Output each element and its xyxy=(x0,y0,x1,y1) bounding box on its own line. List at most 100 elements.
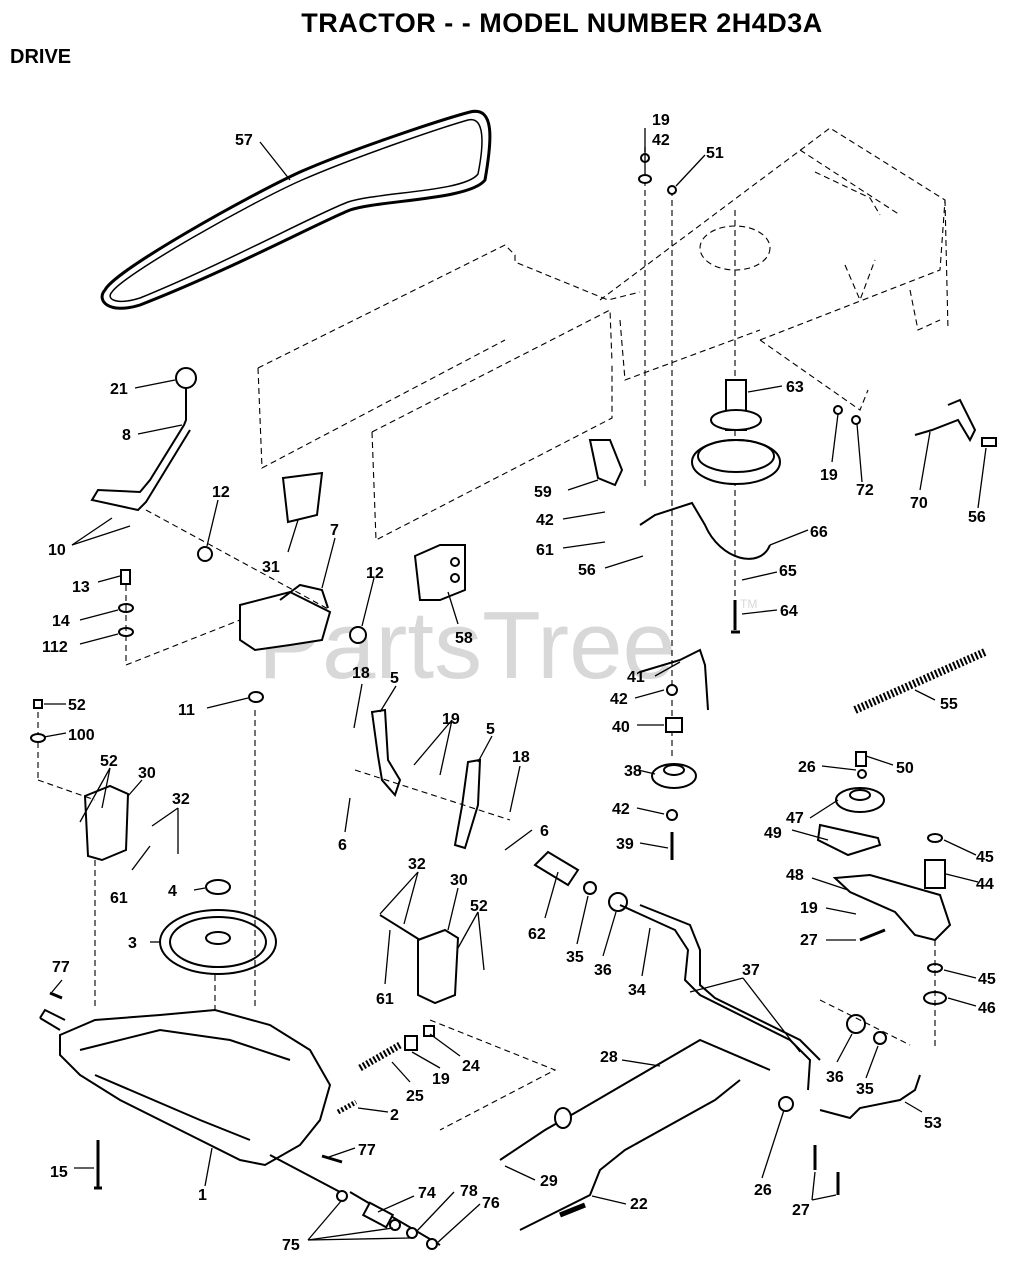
label-72: 72 xyxy=(856,482,874,499)
shield xyxy=(281,471,324,524)
watermark-tm: TM xyxy=(740,597,757,611)
label-30: 30 xyxy=(138,765,156,782)
label-28: 28 xyxy=(600,1049,618,1066)
label-70: 70 xyxy=(910,495,928,512)
label-19: 19 xyxy=(800,900,818,917)
label-42: 42 xyxy=(536,512,554,529)
label-44: 44 xyxy=(976,876,994,893)
label-14: 14 xyxy=(52,613,70,630)
label-59: 59 xyxy=(534,484,552,501)
spacer-40 xyxy=(665,717,683,733)
label-42: 42 xyxy=(652,132,670,149)
label-5: 5 xyxy=(390,670,399,687)
label-19: 19 xyxy=(652,112,670,129)
label-56: 56 xyxy=(578,562,596,579)
section-label: DRIVE xyxy=(10,46,72,68)
label-12: 12 xyxy=(366,565,384,582)
bushing-44 xyxy=(924,859,946,889)
label-78: 78 xyxy=(460,1183,478,1200)
label-66: 66 xyxy=(810,524,828,541)
label-32: 32 xyxy=(172,791,190,808)
washer xyxy=(248,691,264,703)
label-53: 53 xyxy=(924,1115,942,1132)
label-18: 18 xyxy=(512,749,530,766)
label-22: 22 xyxy=(630,1196,648,1213)
bolt xyxy=(120,569,131,585)
bushing-62 xyxy=(533,850,580,887)
label-41: 41 xyxy=(627,669,645,686)
mounting-bracket xyxy=(239,590,332,652)
label-35: 35 xyxy=(856,1081,874,1098)
bracket-5-left xyxy=(370,708,402,797)
label-1: 1 xyxy=(198,1187,207,1204)
transaxle-bracket-left xyxy=(83,784,130,862)
label-19: 19 xyxy=(442,711,460,728)
spring-55 xyxy=(853,648,987,714)
label-52: 52 xyxy=(68,697,86,714)
transaxle-bracket-right xyxy=(417,928,460,1005)
label-29: 29 xyxy=(540,1173,558,1190)
label-64: 64 xyxy=(780,603,798,620)
tractor-frame xyxy=(257,127,949,541)
label-47: 47 xyxy=(786,810,804,827)
label-11: 11 xyxy=(178,702,195,719)
shift-knob xyxy=(175,367,197,389)
label-32: 32 xyxy=(408,856,426,873)
label-4: 4 xyxy=(168,883,177,900)
label-65: 65 xyxy=(779,563,797,580)
label-48: 48 xyxy=(786,867,804,884)
rod-22 xyxy=(519,1079,741,1231)
part-labels: 57 19 42 51 21 8 63 19 72 70 56 12 10 31… xyxy=(42,112,996,1254)
washer-36 xyxy=(846,1014,866,1034)
label-61: 61 xyxy=(536,542,554,559)
label-55: 55 xyxy=(940,696,958,713)
rod-66 xyxy=(639,501,771,560)
label-27: 27 xyxy=(792,1202,810,1219)
washer-36 xyxy=(608,892,628,912)
label-112: 112 xyxy=(42,639,68,656)
washer xyxy=(349,626,367,644)
label-52: 52 xyxy=(470,898,488,915)
label-56: 56 xyxy=(968,509,986,526)
label-77: 77 xyxy=(358,1142,376,1159)
leader-lines xyxy=(43,128,987,1245)
label-42: 42 xyxy=(610,691,628,708)
label-7: 7 xyxy=(330,522,339,539)
label-42: 42 xyxy=(612,801,630,818)
washer xyxy=(197,546,213,562)
bracket-5-right xyxy=(453,758,482,850)
label-40: 40 xyxy=(612,719,630,736)
label-34: 34 xyxy=(628,982,646,999)
retaining-ring xyxy=(205,879,231,895)
label-27: 27 xyxy=(800,932,818,949)
label-45: 45 xyxy=(978,971,996,988)
label-37: 37 xyxy=(742,962,760,979)
rod-41 xyxy=(639,648,709,711)
spring xyxy=(336,1099,358,1115)
transaxle xyxy=(59,1008,332,1167)
label-25: 25 xyxy=(406,1088,424,1105)
label-75: 75 xyxy=(282,1237,300,1254)
label-35: 35 xyxy=(566,949,584,966)
bracket-58 xyxy=(413,544,466,601)
drive-belt xyxy=(100,109,492,310)
guide-59 xyxy=(588,439,624,487)
label-57: 57 xyxy=(235,132,253,149)
label-74: 74 xyxy=(418,1185,436,1202)
label-63: 63 xyxy=(786,379,804,396)
label-13: 13 xyxy=(72,579,90,596)
bolt-15 xyxy=(94,1140,102,1190)
label-100: 100 xyxy=(68,727,95,744)
label-76: 76 xyxy=(482,1195,500,1212)
label-77: 77 xyxy=(52,959,70,976)
label-61: 61 xyxy=(110,890,128,907)
bolt-64 xyxy=(731,600,740,634)
label-6: 6 xyxy=(338,837,347,854)
label-24: 24 xyxy=(462,1058,480,1075)
label-19: 19 xyxy=(820,467,838,484)
label-10: 10 xyxy=(48,542,66,559)
label-51: 51 xyxy=(706,145,724,162)
label-58: 58 xyxy=(455,630,473,647)
label-38: 38 xyxy=(624,763,642,780)
